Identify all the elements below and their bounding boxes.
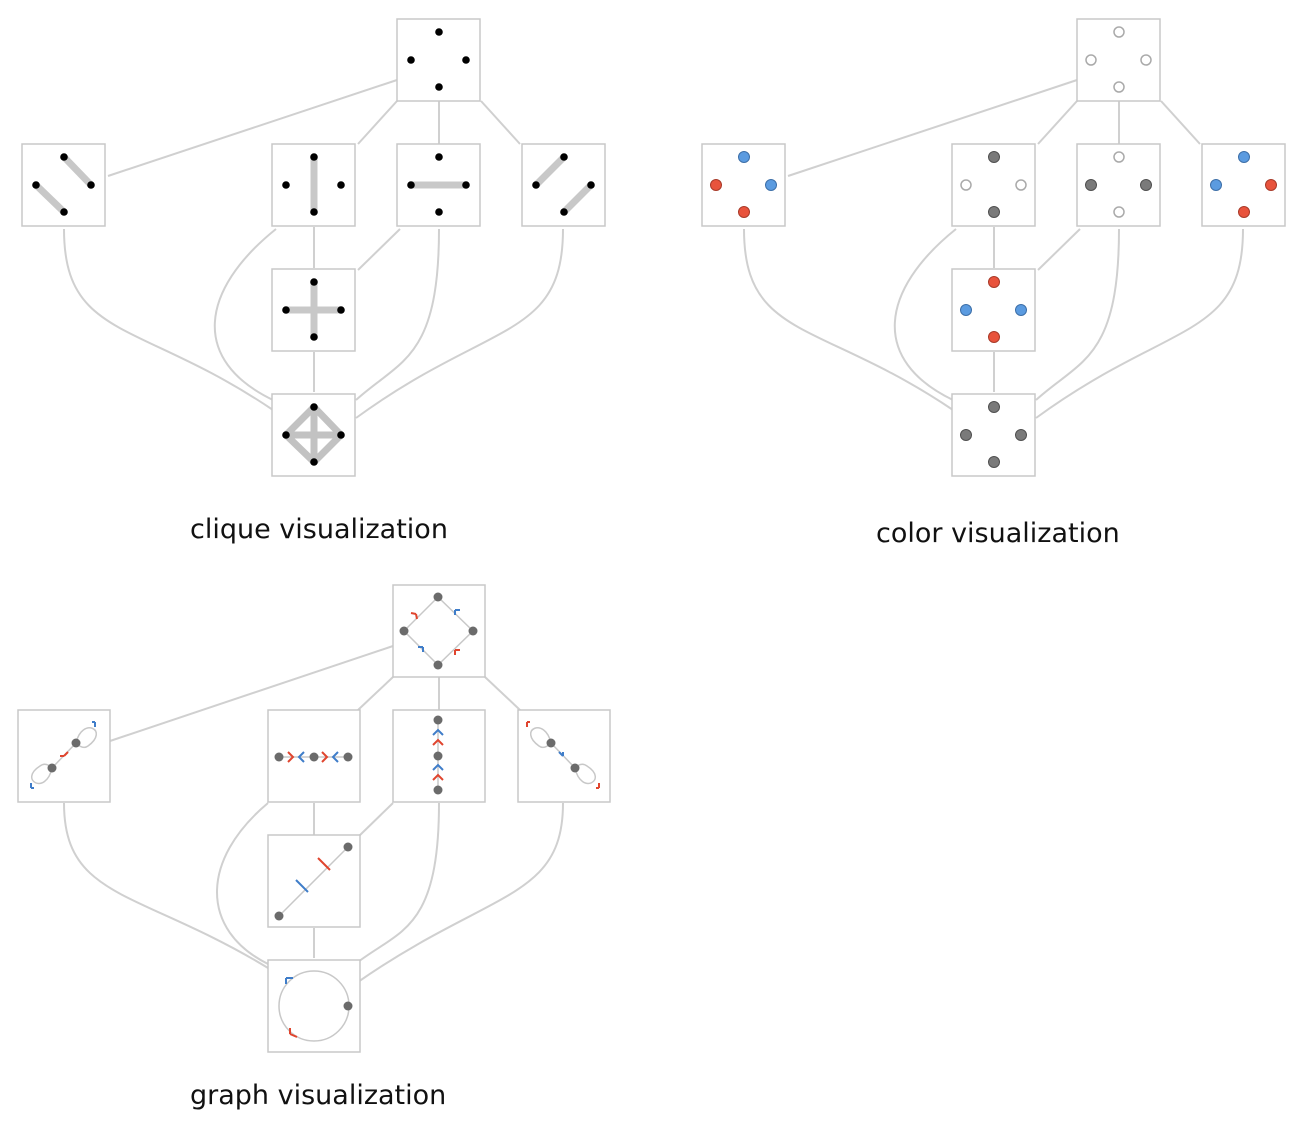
clique-node-cross xyxy=(271,268,356,352)
graph-node-loops-diag xyxy=(17,709,111,803)
graph-visualization-caption: graph visualization xyxy=(190,1080,447,1111)
clique-visualization-caption: clique visualization xyxy=(190,514,448,545)
color-node-4 xyxy=(1201,143,1286,227)
color-node-2 xyxy=(951,143,1036,227)
graph-node-diagonal xyxy=(267,834,361,928)
clique-node-horizontal xyxy=(396,143,481,227)
color-node-5 xyxy=(951,268,1036,352)
clique-node-vertical xyxy=(271,143,356,227)
color-node-bottom xyxy=(951,393,1036,477)
graph-edges xyxy=(63,645,564,983)
clique-node-antidiag-pairs xyxy=(521,143,606,227)
clique-node-complete xyxy=(271,393,356,477)
clique-node-top xyxy=(396,18,481,102)
graph-node-cycle xyxy=(267,959,361,1053)
clique-node-diag-pairs xyxy=(21,143,106,227)
graph-node-vertical-chain xyxy=(392,709,486,803)
graph-diagram xyxy=(17,584,611,1053)
graph-node-loops-antidiag xyxy=(517,709,611,803)
color-edges xyxy=(743,79,1244,419)
clique-diagram xyxy=(21,18,606,477)
color-visualization-caption: color visualization xyxy=(876,518,1120,549)
color-diagram xyxy=(701,18,1286,477)
graph-node-top xyxy=(392,584,486,678)
color-node-1 xyxy=(701,143,786,227)
graph-node-horizontal-chain xyxy=(267,709,361,803)
color-node-3 xyxy=(1076,143,1161,227)
color-node-top xyxy=(1076,18,1161,102)
clique-edges xyxy=(63,79,564,419)
